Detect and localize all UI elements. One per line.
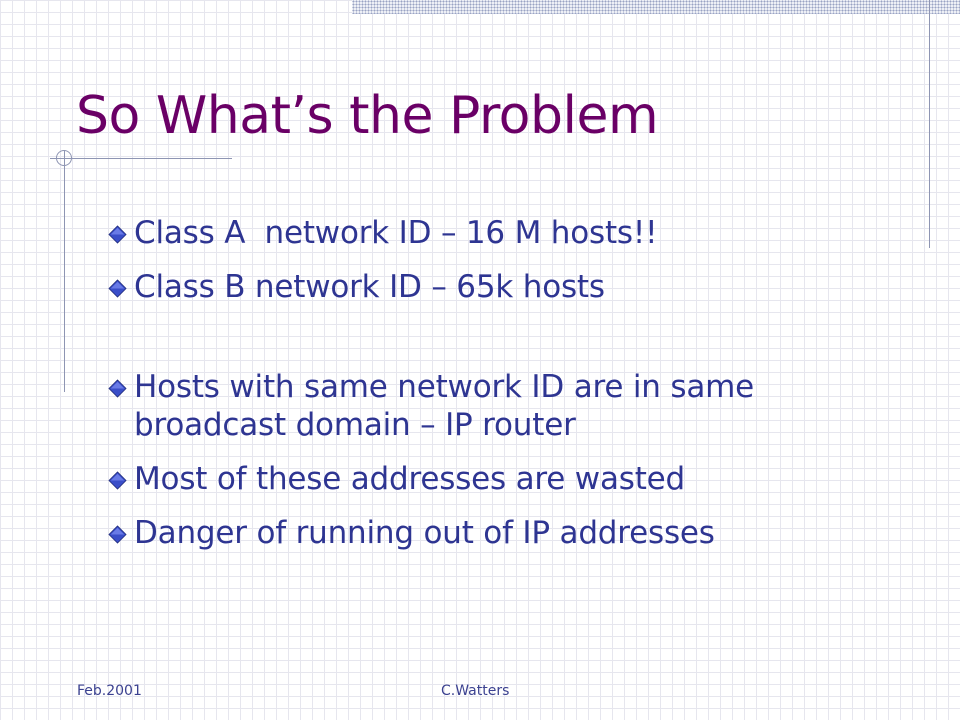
bullet-text: Danger of running out of IP addresses xyxy=(134,515,715,551)
diamond-bullet-icon xyxy=(108,471,127,490)
diamond-bullet-icon xyxy=(108,279,127,298)
corner-ring-ornament xyxy=(56,150,72,166)
bullet-item: Danger of running out of IP addresses xyxy=(108,514,908,552)
top-decorative-band xyxy=(352,0,960,14)
bullet-list: Class A network ID – 16 M hosts!! Class … xyxy=(108,214,908,568)
bullet-item: Class A network ID – 16 M hosts!! xyxy=(108,214,908,252)
diamond-bullet-icon xyxy=(108,379,127,398)
title-underline xyxy=(50,158,232,159)
diamond-bullet-icon xyxy=(108,525,127,544)
footer-date: Feb.2001 xyxy=(77,683,142,699)
diamond-bullet-icon xyxy=(108,225,127,244)
bullet-item: Most of these addresses are wasted xyxy=(108,460,908,498)
bullet-item: Class B network ID – 65k hosts xyxy=(108,268,908,306)
bullet-text: Class B network ID – 65k hosts xyxy=(134,269,605,305)
footer-author: C.Watters xyxy=(441,683,510,699)
bullet-text: Most of these addresses are wasted xyxy=(134,461,686,497)
bullet-text: Hosts with same network ID are in same b… xyxy=(134,369,755,443)
left-decorative-rule xyxy=(64,150,65,392)
right-decorative-rule xyxy=(929,0,930,248)
bullet-text: Class A network ID – 16 M hosts!! xyxy=(134,215,658,251)
bullet-item: Hosts with same network ID are in same b… xyxy=(108,368,908,444)
slide-title: So What’s the Problem xyxy=(76,86,659,146)
